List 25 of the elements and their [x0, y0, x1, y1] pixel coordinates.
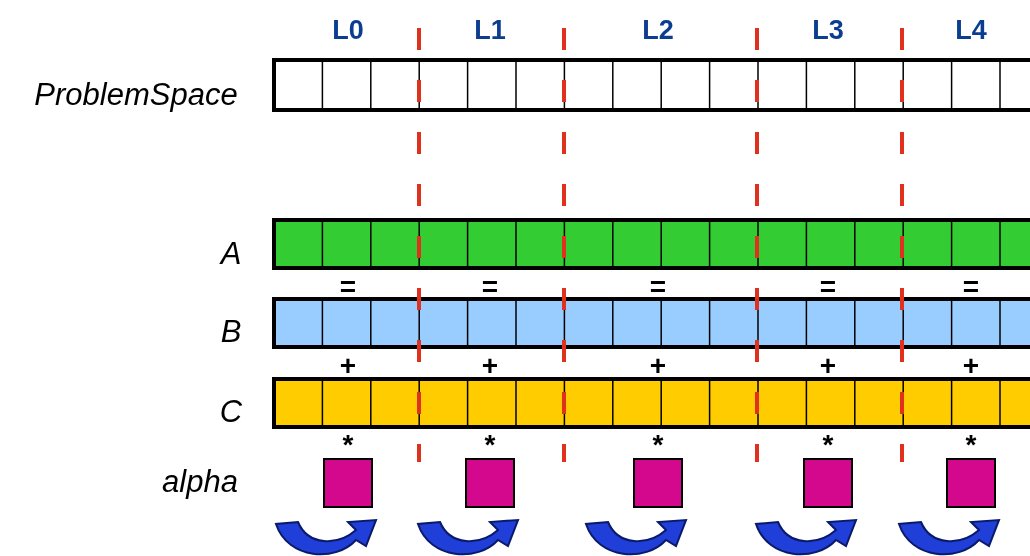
column-heading: L3: [812, 16, 844, 44]
row-label: C: [219, 395, 243, 427]
operator-sign: *: [822, 431, 834, 459]
column-heading: L4: [955, 16, 987, 44]
row-label: ProblemSpace: [34, 78, 238, 110]
operator-sign: +: [819, 352, 837, 380]
operator-sign: =: [339, 273, 357, 301]
row-label: alpha: [162, 465, 238, 497]
column-heading: L1: [474, 16, 506, 44]
column-heading: L2: [642, 16, 674, 44]
operator-sign: *: [652, 431, 664, 459]
row-label: A: [220, 237, 242, 269]
operator-sign: +: [962, 352, 980, 380]
operator-sign: =: [962, 273, 980, 301]
column-heading: L0: [332, 16, 364, 44]
operator-sign: *: [484, 431, 496, 459]
row-label: B: [220, 315, 242, 347]
operator-sign: +: [339, 352, 357, 380]
operator-sign: +: [649, 352, 667, 380]
operator-sign: *: [342, 431, 354, 459]
operator-sign: +: [481, 352, 499, 380]
operator-sign: *: [965, 431, 977, 459]
operator-sign: =: [481, 273, 499, 301]
operator-sign: =: [649, 273, 667, 301]
operator-sign: =: [819, 273, 837, 301]
